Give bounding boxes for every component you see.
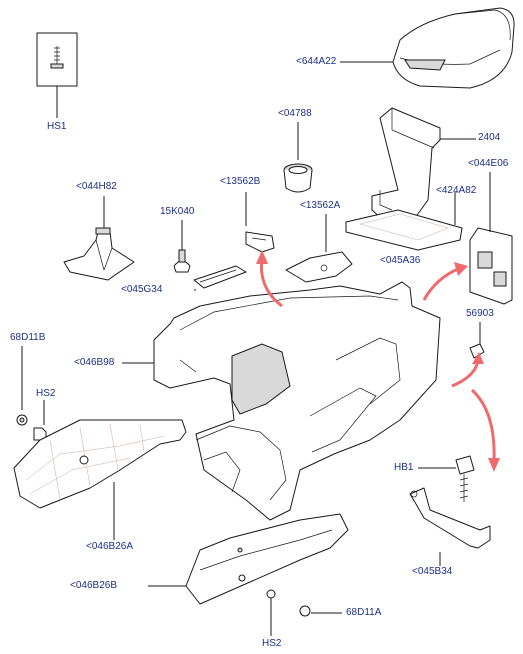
cup-holder-insert — [283, 122, 313, 193]
callout-046b26a: <046B26A — [86, 541, 133, 552]
gear-lever-gaiter — [63, 196, 135, 281]
callout-044h82: <044H82 — [76, 181, 117, 192]
callout-13562a: <13562A — [300, 200, 341, 211]
bracket-clip-b — [245, 192, 275, 253]
callout-56903: 56903 — [466, 308, 494, 319]
assembly-arrows — [256, 250, 500, 472]
hs1-screw-inset — [36, 32, 78, 118]
screw-56903 — [469, 322, 485, 359]
rear-panel — [371, 107, 476, 227]
side-panel-left — [13, 419, 187, 540]
mounting-bracket — [409, 487, 491, 566]
callout-hs1: HS1 — [47, 121, 67, 132]
stud-68d11a — [299, 605, 342, 617]
callout-68d11a: 68D11A — [346, 607, 382, 618]
callout-13562b: <13562B — [220, 176, 261, 187]
storage-tray-mat — [193, 265, 247, 291]
callout-68d11b: 68D11B — [10, 332, 46, 343]
callout-424a82: <424A82 — [436, 185, 477, 196]
callout-045g34: <045G34 — [121, 284, 163, 295]
callout-045a36: <045A36 — [380, 255, 421, 266]
side-panel-right — [148, 513, 349, 605]
armrest-lid — [340, 7, 515, 89]
stud-68d11b — [16, 346, 28, 426]
callout-046b26b: <046B26B — [70, 580, 117, 591]
screw-hs2-lower — [266, 589, 276, 636]
bolt-hb1 — [418, 455, 475, 502]
trim-insert-a — [285, 214, 353, 283]
callout-2404: 2404 — [478, 132, 501, 143]
callout-hs2-upper: HS2 — [36, 388, 56, 399]
callout-15k040: 15K040 — [160, 206, 195, 217]
screw-hs2-upper — [33, 400, 47, 441]
callout-hb1: HB1 — [394, 462, 414, 473]
retaining-clip — [173, 220, 191, 273]
callout-644a22: <644A22 — [296, 56, 337, 67]
rubber-mat — [345, 192, 463, 251]
callout-04788: <04788 — [278, 108, 312, 119]
centre-console-body — [153, 281, 441, 521]
callout-046b98: <046B98 — [74, 357, 115, 368]
callout-044e06: <044E06 — [468, 158, 509, 169]
switch-pack-bracket — [469, 172, 513, 305]
callout-045b34: <045B34 — [412, 566, 453, 577]
callout-hs2-lower: HS2 — [262, 638, 282, 649]
